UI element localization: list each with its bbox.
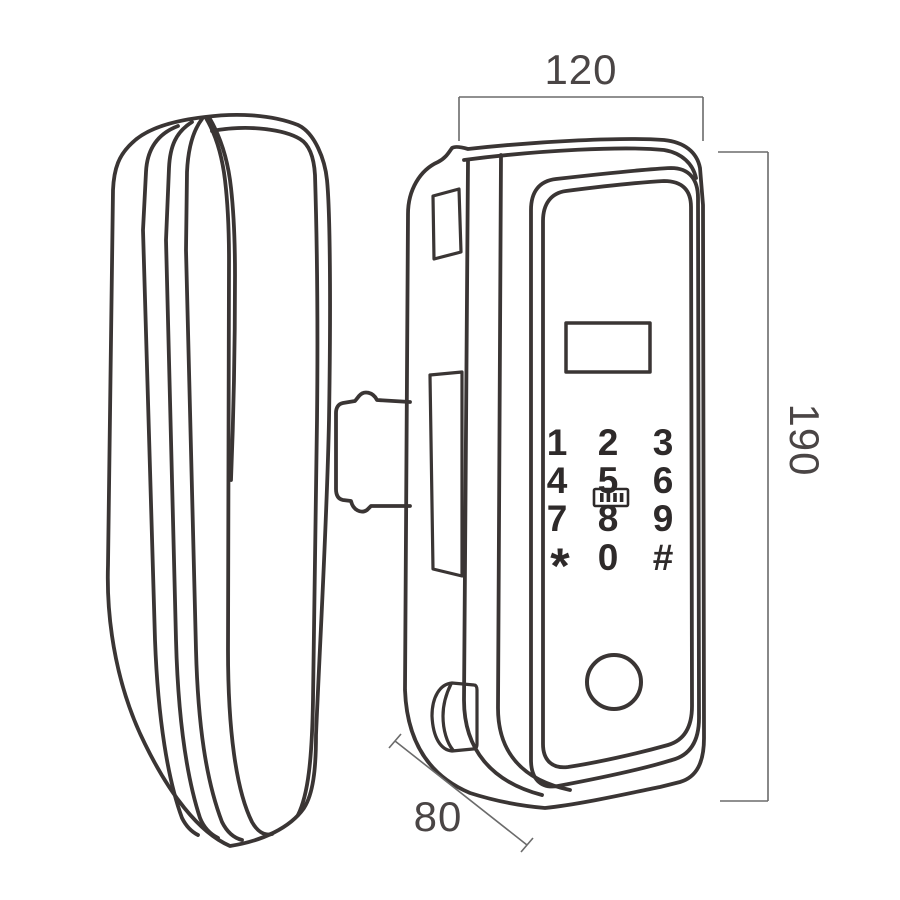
dimension-height: 190 xyxy=(718,151,828,802)
rear-unit-contour-1 xyxy=(141,124,200,837)
front-unit-contour-1 xyxy=(462,159,544,797)
front-unit: 1 2 3 4 5 6 7 8 9 * 0 # xyxy=(334,137,706,810)
keypad: 1 2 3 4 5 6 7 8 9 * 0 # xyxy=(547,422,674,594)
card-reader-icon xyxy=(592,487,630,508)
keypad-key-star: * xyxy=(550,538,570,594)
rear-unit-contour-2 xyxy=(164,120,220,840)
keypad-key-6: 6 xyxy=(653,460,674,501)
side-bottom-clip xyxy=(430,681,479,753)
keypad-key-hash: # xyxy=(653,537,674,578)
rear-unit-fold-line-a xyxy=(204,116,274,837)
keypad-key-9: 9 xyxy=(653,498,674,539)
keypad-key-5: 5 xyxy=(598,460,619,501)
side-bottom-clip-curve xyxy=(441,682,455,752)
keypad-key-7: 7 xyxy=(547,498,568,539)
keypad-key-3: 3 xyxy=(653,422,674,463)
dimension-height-line xyxy=(718,151,769,802)
front-unit-top-edge-2 xyxy=(462,146,698,180)
side-slot xyxy=(428,370,464,578)
keypad-key-4: 4 xyxy=(547,460,568,501)
dimension-width-label: 120 xyxy=(544,46,617,93)
dimension-width-line xyxy=(458,96,704,141)
rear-unit xyxy=(105,112,332,848)
front-unit-body-outline xyxy=(403,137,706,810)
keypad-key-8: 8 xyxy=(598,498,619,539)
dimension-width: 120 xyxy=(458,46,704,141)
display-window xyxy=(564,321,652,374)
dimension-height-label: 190 xyxy=(781,403,828,476)
latch-bolt xyxy=(334,390,412,514)
keypad-key-1: 1 xyxy=(547,422,568,463)
rear-unit-fold-line-b xyxy=(208,117,237,482)
dimension-depth-label: 80 xyxy=(414,793,463,840)
side-top-plate xyxy=(431,187,463,261)
rear-unit-contour-3 xyxy=(184,117,244,842)
dimension-depth: 80 xyxy=(388,733,534,853)
dimension-depth-line xyxy=(388,733,534,853)
front-face-outline xyxy=(529,166,701,789)
rear-unit-top-inner-edge xyxy=(210,126,320,817)
front-panel-outline xyxy=(541,179,694,770)
fingerprint-sensor xyxy=(585,653,643,711)
keypad-key-0: 0 xyxy=(598,537,619,578)
keypad-key-2: 2 xyxy=(598,422,619,463)
rear-unit-outline xyxy=(105,112,332,848)
